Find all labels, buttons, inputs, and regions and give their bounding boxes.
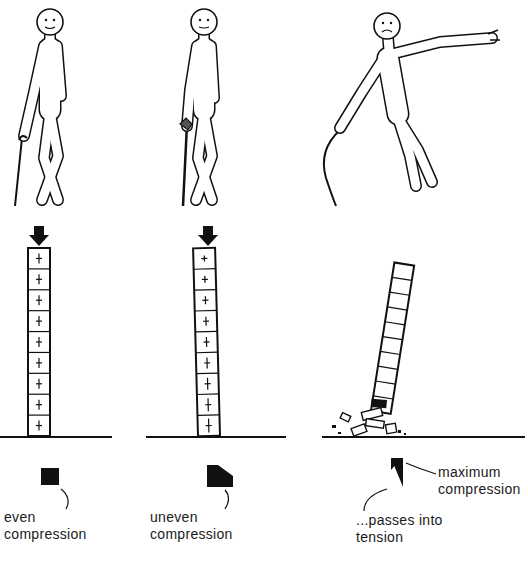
label-text: ...passes into tension	[356, 512, 481, 546]
leader-lines	[61, 463, 436, 511]
cane	[183, 124, 187, 206]
uneven-column	[146, 226, 286, 437]
even-stress-block	[41, 468, 59, 485]
standing-figure	[15, 9, 63, 206]
leaning-figure	[180, 9, 217, 206]
cane	[15, 138, 22, 206]
cane	[324, 130, 340, 206]
even-column	[0, 226, 112, 437]
failing-column	[322, 263, 525, 437]
tension-stress-block	[391, 458, 403, 487]
uneven-stress-block	[207, 465, 233, 487]
label-text: uneven compression	[150, 509, 260, 543]
falling-figure	[324, 13, 500, 206]
label-text: maximum compression	[438, 464, 524, 498]
label-text: even compression	[4, 509, 104, 543]
